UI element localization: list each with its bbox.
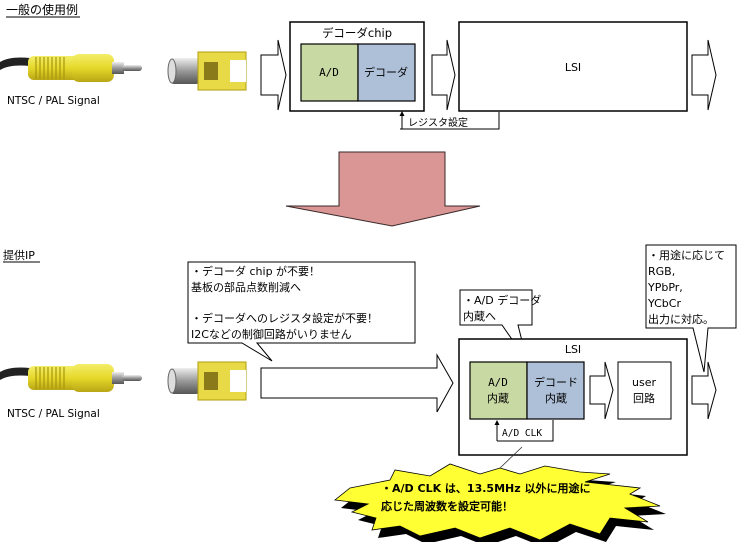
input-arrow bbox=[260, 39, 287, 111]
callout-ad-line2: 内蔵へ bbox=[463, 309, 496, 323]
section-title-general: 一般の使用例 bbox=[6, 2, 78, 17]
callout-ad: ・A/D デコーダ 内蔵へ bbox=[459, 289, 541, 362]
decode-builtin-block bbox=[526, 361, 585, 420]
transition-arrow bbox=[285, 151, 481, 227]
callout-main-line4: I2Cなどの制御回路がいりません bbox=[191, 327, 352, 341]
decode-builtin-line1: デコード bbox=[534, 375, 578, 389]
ad-builtin-line2: 内蔵 bbox=[487, 391, 509, 405]
rca-plug-image bbox=[0, 53, 143, 83]
rca-jack-image bbox=[167, 51, 247, 91]
register-connector bbox=[400, 112, 500, 130]
lsi-label-ip: LSI bbox=[565, 343, 581, 356]
section-title-ip: 提供IP bbox=[3, 248, 35, 262]
callout-main-line1: ・デコーダ chip が不要！ bbox=[191, 264, 320, 278]
callout-output-line1: ・用途に応じて bbox=[648, 248, 725, 262]
decoder-chip-title: デコーダchip bbox=[322, 26, 392, 40]
callout-output-line4: YCbCr bbox=[647, 297, 681, 310]
user-circuit-block bbox=[617, 361, 672, 420]
user-circuit-line1: user bbox=[632, 376, 656, 389]
ad-block-label: A/D bbox=[319, 66, 339, 79]
callout-ad-line1: ・A/D デコーダ bbox=[463, 293, 541, 307]
clk-arrowhead bbox=[494, 420, 500, 425]
decode-to-user-arrow bbox=[589, 361, 614, 420]
decode-builtin-line2: 内蔵 bbox=[545, 391, 567, 405]
callout-output: ・用途に応じて RGB, YPbPr, YCbCr 出力に対応。 bbox=[645, 244, 737, 373]
callout-main: ・デコーダ chip が不要！ 基板の部品点数削減へ ・デコーダへのレジスタ設定… bbox=[187, 261, 416, 362]
callout-output-line3: YPbPr, bbox=[647, 281, 683, 294]
callout-output-line5: 出力に対応。 bbox=[648, 312, 714, 326]
rca-jack-image-ip bbox=[167, 361, 247, 401]
callout-output-line2: RGB, bbox=[648, 265, 675, 278]
ip-output-arrow bbox=[691, 361, 717, 420]
ad-block bbox=[300, 43, 359, 102]
lsi-box bbox=[458, 21, 688, 112]
lsi-label: LSI bbox=[565, 61, 581, 74]
burst-line2: 応じた周波数を設定可能！ bbox=[381, 499, 513, 513]
chip-to-lsi-arrow bbox=[431, 39, 456, 111]
user-circuit-line2: 回路 bbox=[633, 392, 655, 405]
callout-main-line3: ・デコーダへのレジスタ設定が不要！ bbox=[191, 311, 378, 325]
signal-label-ip: NTSC / PAL Signal bbox=[7, 408, 100, 420]
decoder-block-label: デコーダ bbox=[364, 65, 408, 79]
clk-connector bbox=[497, 420, 554, 442]
register-label: レジスタ設定 bbox=[408, 116, 468, 129]
output-arrow bbox=[691, 39, 717, 111]
signal-label: NTSC / PAL Signal bbox=[7, 95, 100, 107]
register-arrowhead bbox=[399, 111, 405, 116]
rca-plug-image-ip bbox=[0, 363, 143, 393]
decoder-block bbox=[357, 43, 416, 102]
burst-callout: ・A/D CLK は、13.5MHz 以外に用途に 応じた周波数を設定可能！ bbox=[334, 446, 666, 542]
ip-input-arrow bbox=[260, 353, 454, 413]
ad-builtin-line1: A/D bbox=[488, 376, 508, 389]
burst-line1: ・A/D CLK は、13.5MHz 以外に用途に bbox=[381, 481, 590, 495]
callout-main-line2: 基板の部品点数削減へ bbox=[191, 280, 301, 294]
clk-label: A/D CLK bbox=[502, 428, 542, 439]
ad-builtin-block bbox=[469, 361, 528, 420]
